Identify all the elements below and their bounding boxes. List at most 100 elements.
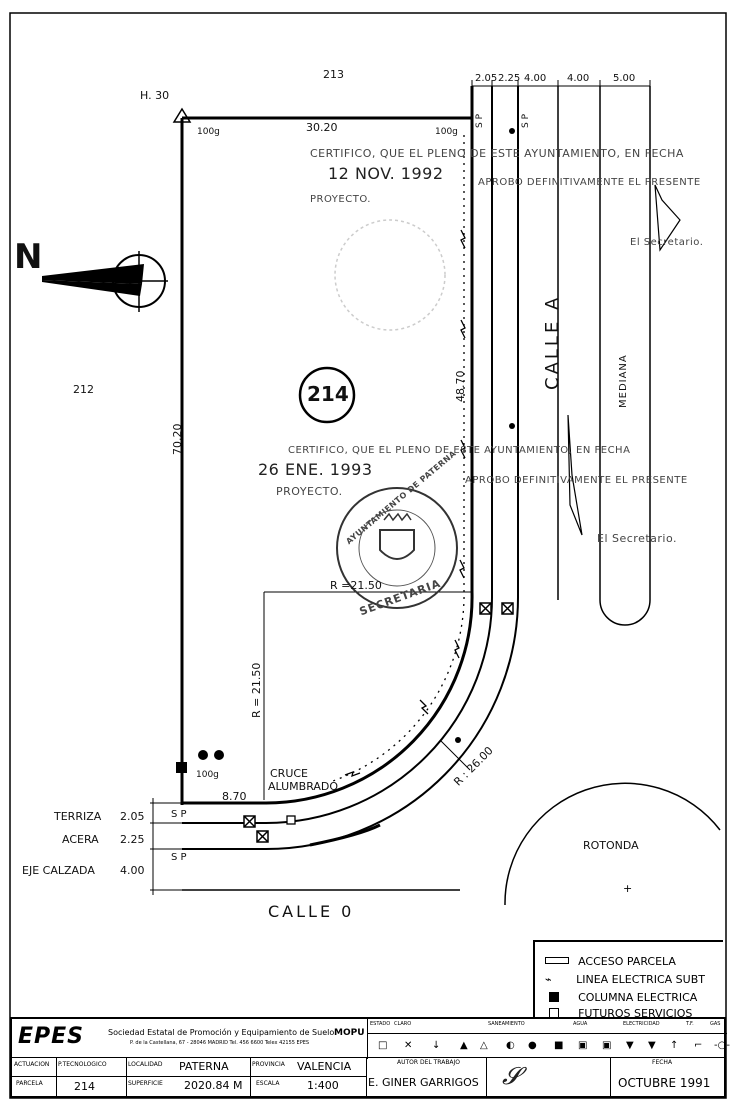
parcela-value: 214 [74,1080,95,1093]
street-width-4: 4.00 [567,73,590,84]
p-tecnologico-label: P.TECNOLOGICO [58,1061,107,1068]
dim-top: 30.20 [306,121,338,134]
cert-line-3: CERTIFICO, QUE EL PLENO DE ESTE AYUNTAMI… [288,445,631,456]
legend-item-columna: COLUMNA ELECTRICA [549,986,697,1005]
paterna-seal [336,487,458,609]
cert-secretario-2: El Secretario. [597,532,678,545]
escala-value: 1:400 [307,1079,339,1092]
service-header: AGUA [573,1021,588,1027]
legend-label: ACCESO PARCELA [578,955,676,968]
angle-nw: 100g [197,127,220,137]
service-icons: □ ✕ ↓ ▲ △ ◐ ● ■ ▣ ▣ ▼ ▼ ↑ ⌐ -○- [368,1033,730,1060]
cert-line-1: CERTIFICO, QUE EL PLENO DE ESTE AYUNTAMI… [310,147,684,160]
triangle-down-icon: ▼ [648,1040,656,1051]
rotonda-center-mark: + [623,882,632,895]
parcel-214-circle [298,366,356,424]
street-calle-0: CALLE 0 [268,902,355,921]
arrow-icon: ↓ [432,1040,441,1051]
column-icon [549,991,559,1002]
street-rotonda: ROTONDA [583,839,639,852]
angle-ne: 100g [435,127,458,137]
cruce-label-2: ALUMBRADO [268,780,339,793]
terraza-value: 2.05 [120,810,145,823]
street-mediana: MEDIANA [618,354,629,408]
cert-proyecto-2: PROYECTO. [276,485,343,498]
square-icon: ▣ [602,1040,612,1051]
parcel-west-label: 212 [73,383,94,396]
legend-label: FUTUROS SERVICIOS [578,1007,693,1020]
escala-label: ESCALA [256,1080,280,1087]
org-address: P. de la Castellana, 67 - 28046 MADRID T… [130,1040,310,1046]
acera-label: ACERA [62,833,99,846]
provincia-label: PROVINCIA [252,1061,285,1068]
sp-label-2: S P [521,113,531,128]
street-width-1: 2.05 [475,73,498,84]
autor-value: E. GINER GARRIGOS [368,1076,479,1089]
street-width-5: 5.00 [613,73,636,84]
cruce-label-1: CRUCE [270,767,309,780]
street-lines [182,86,651,891]
faint-stamp [334,219,446,331]
sp-label-3: S P [171,809,187,820]
street-calle-a: CALLE A [542,294,563,390]
square-icon: ■ [554,1040,564,1051]
north-label: N [14,237,43,277]
fecha-label: FECHA [652,1059,673,1066]
eje-value: 4.00 [120,864,145,877]
electric-line [329,135,465,783]
service-header: GAS [710,1021,721,1027]
lightning-icon: ⌁ [545,973,552,986]
cert-date-2: 26 ENE. 1993 [258,460,373,479]
dim-radius-b: R = 21.50 [250,662,263,718]
dim-radius-a: R =21.50 [330,579,382,592]
triangle-down-icon: ▼ [626,1040,634,1051]
legend-label: LINEA ELECTRICA SUBT [576,973,705,986]
dimension-lines [150,80,651,895]
legend-box: ACCESO PARCELA ⌁ LINEA ELECTRICA SUBT CO… [533,940,723,1020]
parcel-north-label: 213 [323,68,344,81]
acceso-parcela-icon [545,957,569,964]
service-header: ESTADO [370,1021,391,1027]
street-width-2: 2.25 [498,73,521,84]
org-name: Sociedad Estatal de Promoción y Equipami… [108,1028,335,1037]
provincia-value: VALENCIA [297,1060,352,1073]
service-header: T.F. [686,1021,694,1027]
parcel-main-number: 214 [307,382,349,406]
localidad-value: PATERNA [179,1060,229,1073]
angle-sw: 100g [196,770,219,780]
cert-secretario-1: El Secretario. [630,237,704,248]
superficie-label: SUPERFICIE [128,1080,163,1087]
sp-label-1: S P [475,113,485,128]
half-circle-icon: ◐ [506,1040,515,1051]
futuros-icon [549,1007,559,1018]
north-arrow-icon [42,251,168,312]
cert-proyecto-1: PROYECTO. [310,194,371,205]
service-header: ELECTRICIDAD [623,1021,660,1027]
acera-value: 2.25 [120,833,145,846]
column-markers [176,128,515,843]
autor-label: AUTOR DEL TRABAJO [397,1059,461,1066]
cert-line-4: APROBO DEFINITIVAMENTE EL PRESENTE [465,475,688,486]
service-header: SANEAMIENTO [488,1021,525,1027]
actuacion-label: ACTUACION [14,1061,50,1068]
square-icon: ▣ [578,1040,588,1051]
up-arrow-icon: ↑ [670,1040,679,1051]
dot-icon: ● [528,1040,537,1051]
dim-bottom: 8.70 [222,790,247,803]
cert-line-2: APROBO DEFINITIVAMENTE EL PRESENTE [478,177,701,188]
cross-icon: ✕ [404,1040,413,1051]
signature-icon: 𝓢 [502,1062,521,1090]
legend-item-linea: ⌁ LINEA ELECTRICA SUBT [545,968,705,987]
title-block: EPES Sociedad Estatal de Promoción y Equ… [10,1017,730,1099]
circle-icon: □ [378,1040,388,1051]
service-header: CLARO [394,1021,412,1027]
data-row: ACTUACION P.TECNOLOGICO PARCELA 214 LOCA… [12,1057,726,1099]
phone-icon: ⌐ [694,1040,703,1051]
lightning-symbols [344,229,466,778]
cert-date-1: 12 NOV. 1992 [328,164,444,183]
dim-right: 48.70 [454,370,467,403]
triangle-outline-icon: △ [480,1040,488,1051]
signature-marks [567,184,681,536]
terraza-label: TERRIZA [54,810,102,823]
